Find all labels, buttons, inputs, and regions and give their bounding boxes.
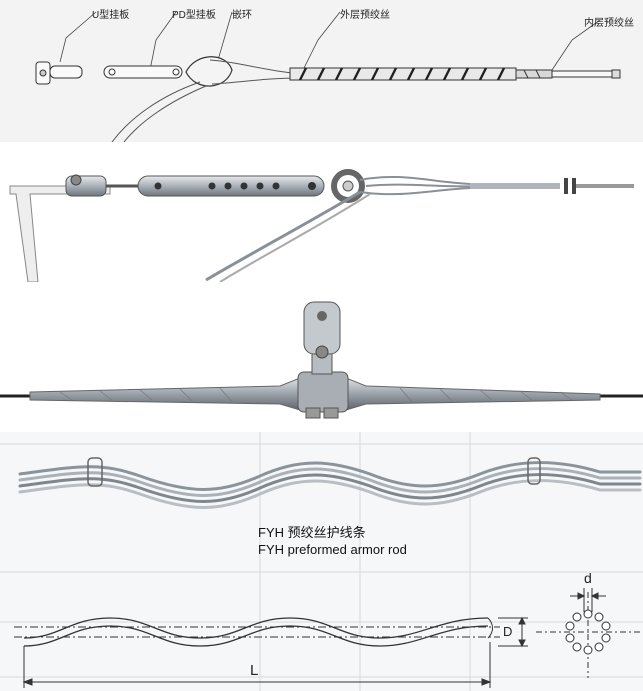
label-u-clevis: U型挂板 xyxy=(92,10,130,21)
suspension-clamp-photo xyxy=(0,282,643,432)
label-inner-rods: 内层预绞丝 xyxy=(584,18,634,29)
wavy-rods xyxy=(18,461,642,509)
label-thimble: 嵌环 xyxy=(232,10,252,21)
armor-rod-svg xyxy=(0,432,643,691)
pd-clevis-shape xyxy=(103,65,183,79)
dimension-small-d-label: d xyxy=(584,570,592,586)
leader-pd-clevis xyxy=(149,11,177,71)
clamp-body xyxy=(297,371,349,413)
tension-assembly-drawing: U型挂板 PD型挂板 嵌环 外层预绞丝 内层预绞丝 xyxy=(0,0,643,142)
leader-inner-rods xyxy=(551,19,601,71)
armor-rod-panel: FYH 预绞丝护线条 FYH preformed armor rod L D d xyxy=(0,432,643,691)
cross-section-strands xyxy=(565,609,611,655)
background-table xyxy=(0,432,643,691)
suspension-photo-svg xyxy=(0,301,643,419)
caption-chinese: FYH 预绞丝护线条 xyxy=(258,525,366,540)
leader-thimble xyxy=(217,11,233,61)
inner-rods-shape xyxy=(515,69,621,79)
label-outer-rods: 外层预绞丝 xyxy=(340,10,390,21)
tension-photo-svg xyxy=(9,169,634,282)
label-pd-clevis: PD型挂板 xyxy=(172,10,216,21)
dimension-l-label: L xyxy=(250,662,259,679)
outer-rods-shape xyxy=(289,67,517,81)
leader-outer-rods xyxy=(299,11,341,77)
dimension-d-label: D xyxy=(503,624,513,639)
armor-rod-drawing xyxy=(14,588,640,688)
leader-u-clevis xyxy=(59,11,97,63)
mount-plate xyxy=(9,185,111,282)
tension-assembly-photo xyxy=(0,142,643,282)
cable-wraps xyxy=(205,175,560,282)
caption-english: FYH preformed armor rod xyxy=(258,542,407,557)
thimble-shape xyxy=(185,56,233,87)
rod-strands xyxy=(111,59,301,142)
tension-assembly-svg xyxy=(35,11,621,142)
u-clevis-shape xyxy=(35,61,83,85)
